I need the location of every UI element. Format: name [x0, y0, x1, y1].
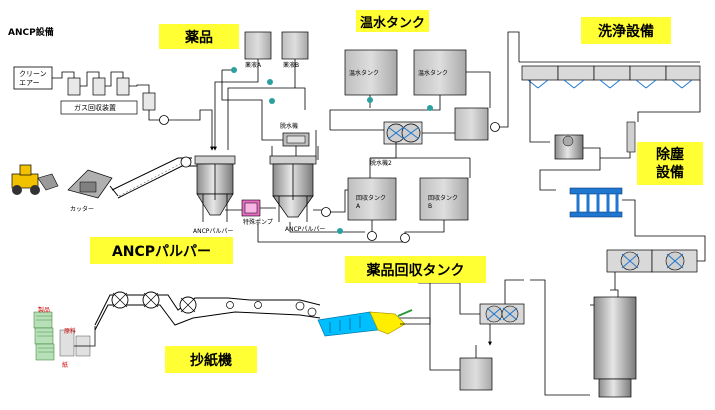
section-label-dust-removal-line1: 除塵 — [656, 146, 684, 163]
recovery-tank-b-label: 回収タンク B — [428, 195, 458, 211]
screen-manifold — [569, 187, 650, 237]
cutter-label: カッター — [70, 206, 95, 213]
pulper-1-label: ANCPパルパー — [193, 228, 234, 235]
ancp-pulper-2 — [269, 155, 365, 233]
cutter-machine — [67, 169, 119, 199]
clean-air-label-line2: エアー — [19, 79, 40, 87]
wheel-loader — [11, 164, 59, 195]
gas-recovery-label: ガス回収装置 — [74, 104, 116, 112]
recovery-tank-a-line2: A — [356, 203, 361, 210]
recovery-tank-b-line2: B — [428, 203, 433, 210]
recovery-tanks — [257, 157, 471, 243]
section-label-ancp-pulper: ANCPパルパー — [90, 237, 233, 264]
dewatering-1-label: 脱水機 — [280, 123, 299, 130]
dust-removal-cyclone — [539, 121, 636, 191]
recovery-tank-b-line1: 回収タンク — [428, 195, 459, 202]
washing-units — [519, 61, 701, 143]
hot-water-tanks — [329, 31, 520, 141]
wash-units-2 — [606, 235, 706, 290]
stack-1-label: 製品 — [38, 307, 51, 314]
pulper-2-label: ANCPパルパー — [285, 226, 326, 233]
chem-b-label: 薬液B — [283, 62, 300, 69]
clean-air-label-line1: クリーン — [19, 70, 47, 78]
hot-tank-2-label: 温水タンク — [418, 70, 449, 77]
dewatering-2-label: 脱水機2 — [370, 160, 392, 167]
section-label-chemicals: 薬品 — [159, 24, 239, 49]
storage-silo — [590, 289, 637, 398]
gas-recovery-system — [13, 66, 214, 151]
reel-stacks — [33, 311, 96, 361]
special-pump — [225, 199, 276, 217]
recovery-tank-a-label: 回収タンク A — [356, 195, 386, 211]
section-label-hot-water-tank: 温水タンク — [356, 10, 429, 32]
dewatering-machine — [330, 121, 455, 159]
section-label-paper-machine: 抄紙機 — [165, 346, 257, 373]
paper-machine-rolls — [94, 291, 321, 331]
stack-3-label: 紙 — [62, 362, 69, 369]
ancp-pulper-1 — [194, 155, 236, 222]
hot-tank-1-label: 温水タンク — [349, 70, 380, 77]
stack-2-label: 原料 — [64, 328, 77, 335]
dewatering-unit-small — [261, 125, 319, 164]
wire-section — [317, 283, 431, 337]
chem-a-label: 薬液A — [245, 62, 262, 69]
header-title: ANCP設備 — [8, 28, 54, 38]
special-pump-label: 特殊ポンプ — [243, 219, 273, 226]
section-label-dust-removal-line2: 設備 — [656, 164, 684, 181]
clean-air-label: クリーン エアー — [19, 70, 47, 88]
section-label-chemical-recovery-tank: 薬品回収タンク — [345, 256, 486, 283]
chemical-tanks — [213, 31, 309, 151]
inclined-conveyor — [111, 156, 198, 199]
section-label-washing-equipment: 洗浄設備 — [581, 17, 671, 44]
section-label-dust-removal: 除塵 設備 — [637, 142, 703, 185]
mid-wash-unit — [398, 279, 590, 396]
recovery-tank-a-line1: 回収タンク — [356, 195, 387, 202]
